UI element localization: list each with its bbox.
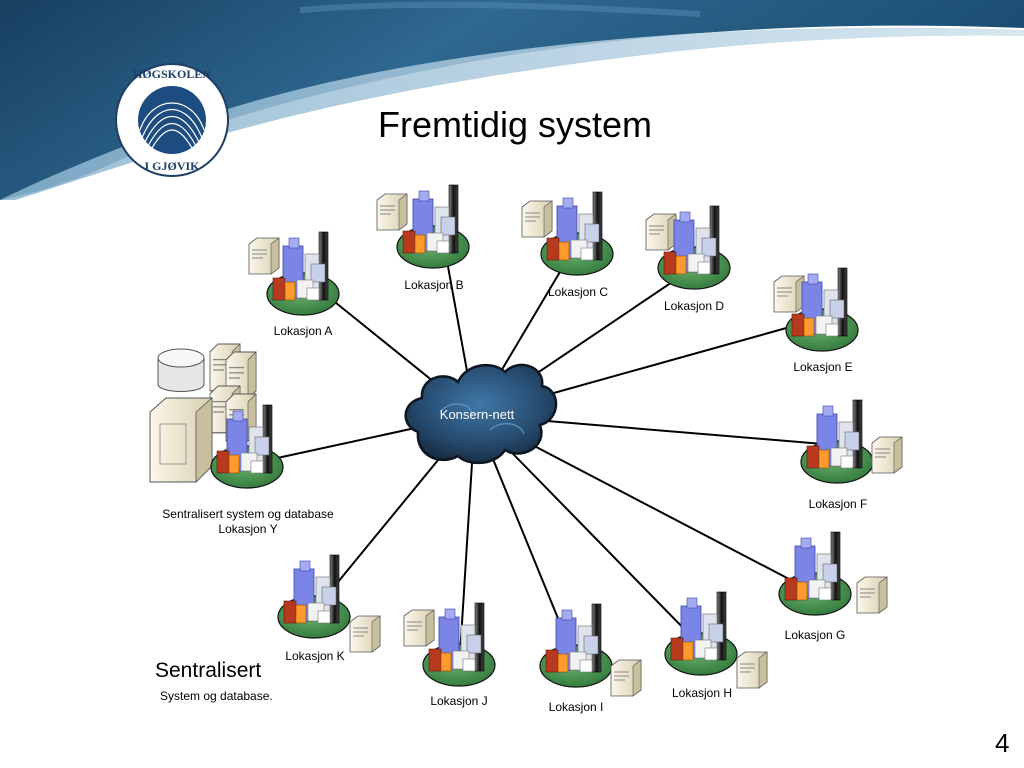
site-b-label: Lokasjon B [404, 278, 463, 292]
server-icon [349, 615, 381, 653]
server-icon [376, 193, 408, 231]
network-cloud: Konsern-nett [404, 363, 558, 464]
site-k-label: Lokasjon K [285, 649, 344, 663]
svg-text:HØGSKOLEN: HØGSKOLEN [133, 67, 211, 81]
building-icon [800, 399, 874, 484]
site-i-label: Lokasjon I [549, 700, 604, 714]
site-g-label: Lokasjon G [785, 628, 846, 642]
site-d-label: Lokasjon D [664, 299, 724, 313]
central-site: Sentralisert system og database Lokasjon… [149, 343, 334, 536]
central-site-label-1: Sentralisert system og database [162, 507, 334, 521]
header-banner [0, 0, 1024, 200]
server-icon [645, 213, 677, 251]
svg-text:I GJØVIK: I GJØVIK [144, 159, 200, 173]
site-h-label: Lokasjon H [672, 686, 732, 700]
database-cylinder-icon [157, 348, 205, 392]
site-k: Lokasjon K [277, 554, 381, 663]
server-icon [610, 659, 642, 697]
building-icon [277, 554, 351, 639]
site-c: Lokasjon C [521, 191, 614, 299]
site-j: Lokasjon J [403, 602, 496, 708]
hub-label: Konsern-nett [440, 407, 515, 422]
site-a-label: Lokasjon A [274, 324, 333, 338]
server-icon [736, 651, 768, 689]
note-title: Sentralisert [155, 659, 262, 682]
college-logo: HØGSKOLEN I GJØVIK [115, 63, 229, 177]
site-a: Lokasjon A [248, 231, 340, 338]
site-d: Lokasjon D [645, 205, 731, 313]
building-icon [539, 603, 613, 688]
server-icon [521, 200, 553, 238]
building-icon [396, 184, 470, 269]
server-icon [403, 609, 435, 647]
mainframe-icon [149, 397, 213, 483]
note-subtitle: System og database. [160, 689, 273, 703]
site-e-label: Lokasjon E [793, 360, 852, 374]
site-j-label: Lokasjon J [430, 694, 487, 708]
slide-title: Fremtidig system [378, 104, 653, 145]
central-site-label-2: Lokasjon Y [218, 522, 277, 536]
building-icon [664, 591, 738, 676]
server-icon [856, 576, 888, 614]
site-b: Lokasjon B [376, 184, 470, 292]
building-icon [778, 531, 852, 616]
site-h: Lokasjon H [664, 591, 768, 700]
server-icon [248, 237, 280, 275]
site-e: Lokasjon E [773, 267, 859, 374]
site-f: Lokasjon F [800, 399, 903, 511]
site-f-label: Lokasjon F [809, 497, 868, 511]
page-number: 4 [995, 728, 1010, 758]
site-c-label: Lokasjon C [548, 285, 608, 299]
site-g: Lokasjon G [778, 531, 888, 642]
site-i: Lokasjon I [539, 603, 642, 714]
server-icon [871, 436, 903, 474]
server-icon [773, 275, 805, 313]
